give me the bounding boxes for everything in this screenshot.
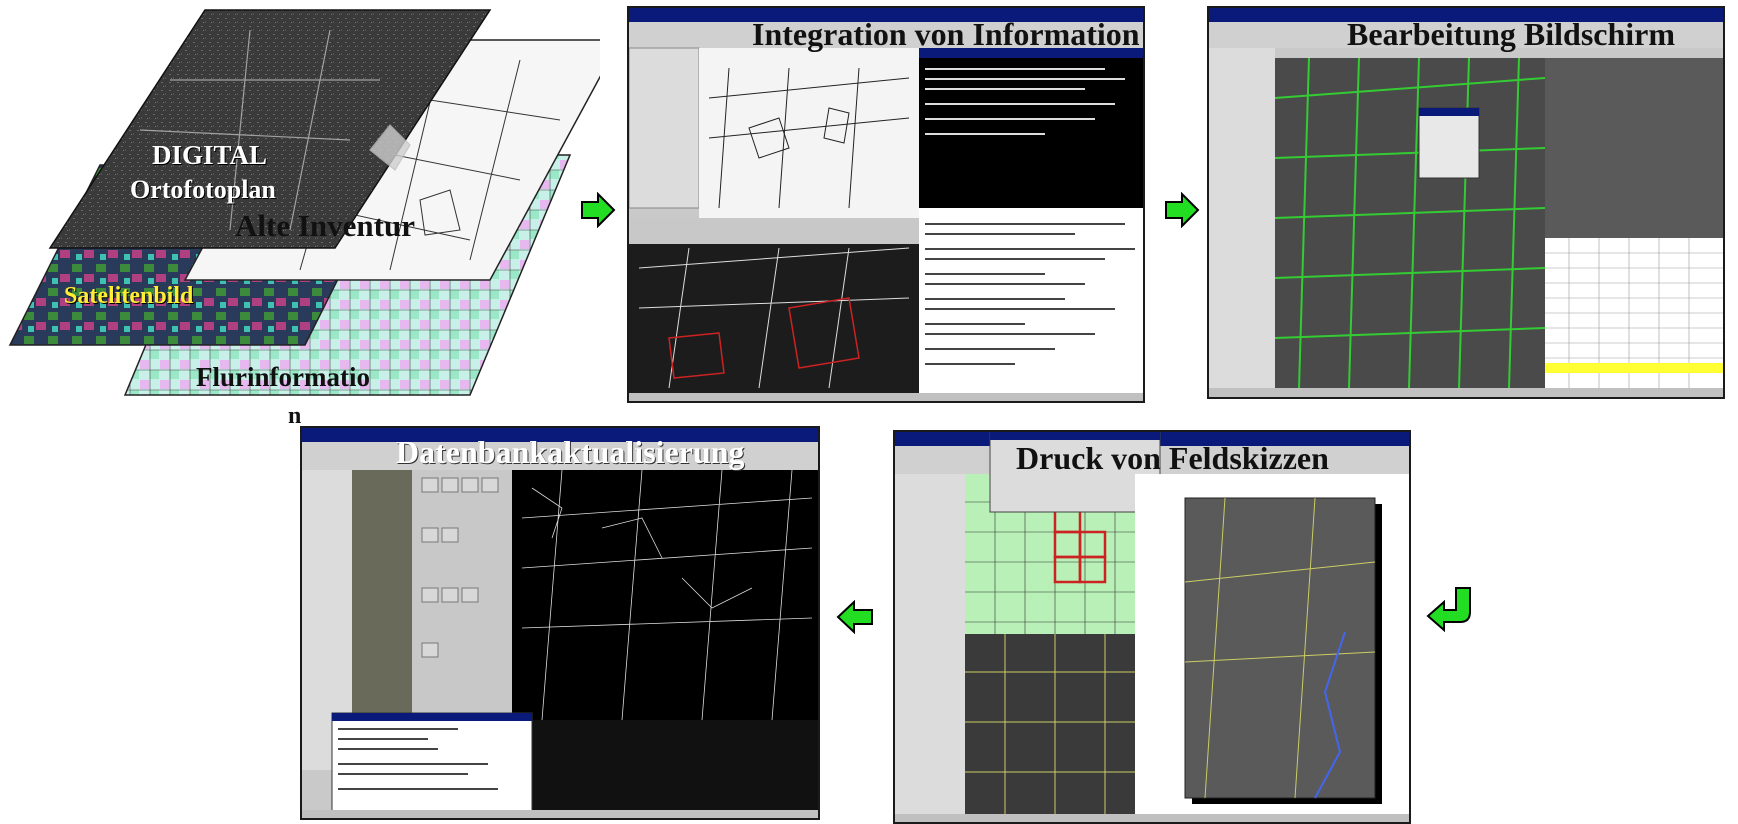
arrow-left-icon: [836, 600, 873, 634]
print-screenshot: [893, 430, 1411, 824]
parcel-label-line2: n: [288, 403, 302, 429]
parcel-label-line1: Flurinformatio: [196, 362, 370, 392]
print-title: Druck von Feldskizzen: [1016, 440, 1329, 476]
orthophoto-label-line2: Ortofotoplan: [130, 175, 276, 204]
orthophoto-layer: [48, 9, 492, 249]
old-inventory-label: Alte Inventur: [235, 208, 415, 243]
arrow-turn-left-icon: [1426, 587, 1471, 632]
layer-stack: DIGITAL Ortofotoplan Alte Inventur Satel…: [0, 0, 622, 430]
editing-title: Bearbeitung Bildschirm: [1347, 16, 1676, 52]
arrow-right-icon: [581, 192, 616, 228]
database-title: Datenbankaktualisierung: [396, 434, 745, 470]
satellite-label: Satelitenbild: [64, 283, 194, 309]
layer-stack-graphic: [8, 9, 622, 396]
database-screenshot: [300, 426, 820, 820]
integration-screenshot: [627, 6, 1145, 403]
integration-title: Integration von Information: [752, 16, 1140, 52]
editing-screenshot: [1207, 6, 1725, 399]
arrow-right-icon: [1165, 192, 1200, 228]
orthophoto-label-line1: DIGITAL: [152, 140, 268, 170]
